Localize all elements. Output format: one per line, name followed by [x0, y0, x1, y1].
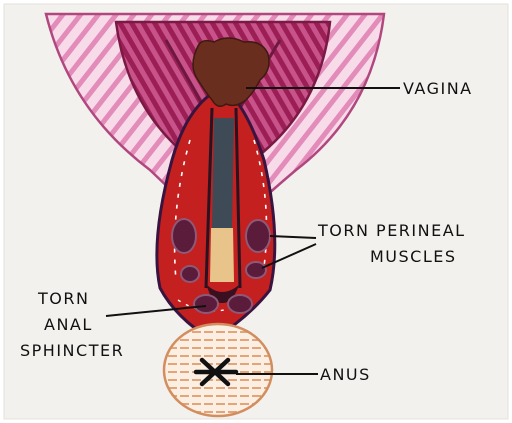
anal-sphincter-left	[194, 295, 218, 313]
fat-layer	[210, 228, 234, 282]
perineal-label-line2: MUSCLES	[370, 247, 457, 266]
perineal-label-line1: TORN PERINEAL	[317, 221, 466, 240]
anus-label: ANUS	[320, 365, 371, 384]
vaginal-wall	[212, 118, 234, 230]
vagina-label: VAGINA	[403, 79, 473, 98]
perineal-muscle-left-lower	[181, 266, 199, 282]
perineal-muscle-left-upper	[172, 219, 196, 253]
sphincter-label-line2: ANAL	[44, 315, 93, 334]
perineal-muscle-right-lower	[246, 262, 266, 278]
anal-sphincter-right	[228, 295, 252, 313]
sphincter-label-line3: SPHINCTER	[20, 341, 124, 360]
perineal-muscle-right-upper	[246, 220, 270, 252]
sphincter-label-line1: TORN	[37, 289, 89, 308]
